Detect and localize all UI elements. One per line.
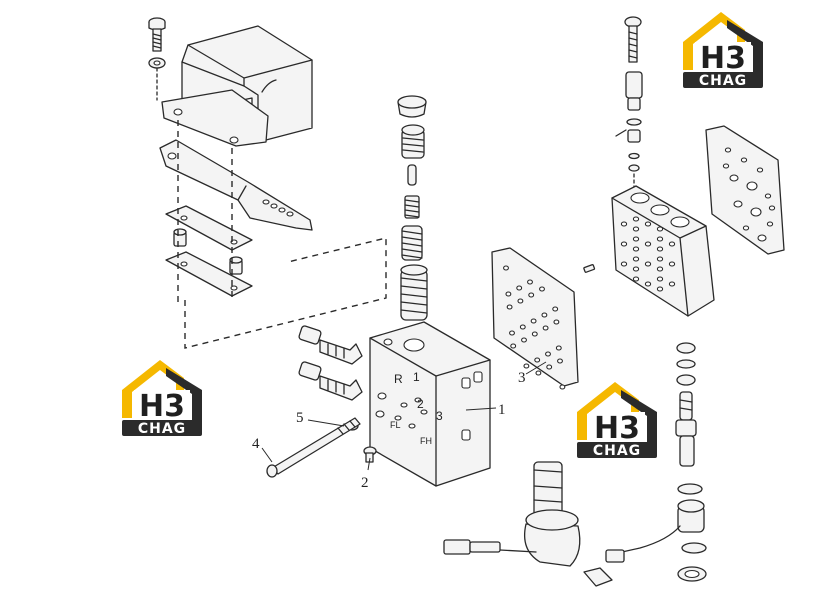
logo-name: CHAG: [138, 421, 186, 437]
cover-bracket-assembly: [148, 17, 387, 349]
logo-symbol: H3: [594, 411, 640, 446]
block-mark-fh: FH: [420, 436, 432, 446]
lower-spool-stack: [675, 342, 707, 582]
cover-bolt: [148, 17, 166, 69]
logo-name: CHAG: [699, 73, 747, 89]
block-mark-2: 2: [417, 397, 424, 411]
logo-name-bar: [577, 442, 657, 458]
wire-connector-left: [443, 539, 501, 555]
valve-gasket-plate: [705, 125, 785, 255]
logo-roof-shadow-icon: [727, 20, 763, 74]
large-coil-spring: [400, 264, 428, 321]
block-mark-1: 1: [413, 370, 420, 384]
logo-roof-shadow-icon: [621, 390, 657, 444]
wire-connector-right: [583, 549, 625, 587]
solenoid-coil: [443, 461, 581, 567]
callout-2: 2: [361, 475, 369, 491]
solenoid-valve-stack: [583, 16, 785, 587]
electrical-cover-box: [181, 25, 313, 141]
callout-5: 5: [296, 410, 304, 426]
callout-4: 4: [252, 436, 260, 452]
separator-gasket: [491, 247, 579, 390]
side-plugs: [298, 325, 363, 401]
logo-name-bar: [122, 420, 202, 436]
logo-symbol: H3: [700, 41, 746, 76]
solenoid-valve-block: [611, 185, 715, 317]
logo-symbol: H3: [139, 389, 185, 424]
logo-name: CHAG: [593, 443, 641, 459]
logo-roof-shadow-icon: [166, 368, 202, 422]
block-mark-3: 3: [436, 409, 443, 423]
logo-name-bar: [683, 72, 763, 88]
long-bolt: [266, 417, 361, 478]
spacer-plates: [165, 205, 253, 297]
callout-3: 3: [518, 370, 526, 386]
callout-1: 1: [498, 402, 506, 418]
valve-block: R 1 2 3 FL FH: [369, 321, 491, 487]
valve-stack-parts: R 1 2 3 FL FH: [266, 95, 491, 487]
spring-cup: [401, 124, 425, 159]
block-mark-fl: FL: [390, 420, 401, 430]
small-screw: [363, 446, 377, 463]
cover-mounting-plate: [161, 89, 269, 147]
callout-labels: 1 2 3 4 5: [252, 361, 547, 491]
small-spring: [404, 195, 420, 219]
angle-bracket: [159, 139, 313, 231]
coil-spring: [401, 225, 423, 261]
block-mark-r: R: [394, 372, 403, 386]
